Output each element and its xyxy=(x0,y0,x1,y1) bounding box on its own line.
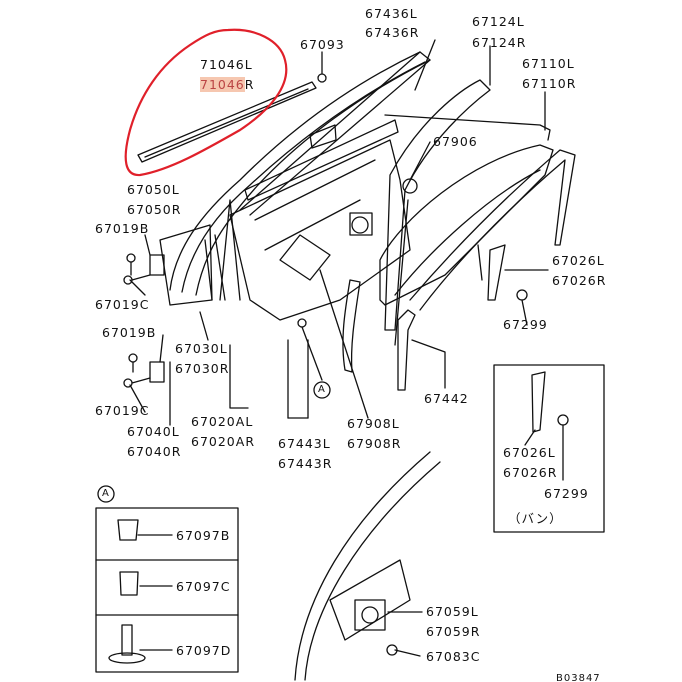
label-67097B: 67097B xyxy=(176,528,231,543)
label-71046R: 71046R xyxy=(200,77,255,92)
belt-moulding-71046 xyxy=(137,81,317,163)
van-inset-box xyxy=(493,364,605,533)
label-67020AL: 67020AL xyxy=(191,414,254,429)
label-van: （バン） xyxy=(508,511,563,526)
label-67059L: 67059L xyxy=(426,604,479,619)
label-67030L: 67030L xyxy=(175,341,228,356)
label-67026R-main: 67026R xyxy=(552,273,607,288)
label-67059R: 67059R xyxy=(426,624,481,639)
door-glass xyxy=(379,144,554,306)
label-67436R: 67436R xyxy=(365,25,420,40)
label-67908L: 67908L xyxy=(347,416,400,431)
callout-a-legend-letter: A xyxy=(102,488,109,499)
glass-run-channel xyxy=(384,79,491,346)
label-67299-main: 67299 xyxy=(503,317,548,332)
label-67436L: 67436L xyxy=(365,6,418,21)
bolt-67299-van xyxy=(557,414,569,426)
label-67110R: 67110R xyxy=(522,76,577,91)
label-67093: 67093 xyxy=(300,37,345,52)
label-67026R-van: 67026R xyxy=(503,465,558,480)
label-67443L: 67443L xyxy=(278,436,331,451)
label-67050L: 67050L xyxy=(127,182,180,197)
label-67083C: 67083C xyxy=(426,649,481,664)
label-71046L: 71046L xyxy=(200,57,253,72)
callout-a-main xyxy=(313,381,331,399)
label-67442: 67442 xyxy=(424,391,469,406)
label-67030R: 67030R xyxy=(175,361,230,376)
lower-door-view xyxy=(294,451,441,681)
label-67019B-lower: 67019B xyxy=(102,325,157,340)
label-67097D: 67097D xyxy=(176,643,232,658)
figure-code: B03847 xyxy=(556,673,601,682)
bolt-67093 xyxy=(317,73,327,83)
door-frame xyxy=(159,51,431,321)
label-67020AR: 67020AR xyxy=(191,434,256,449)
label-67124L: 67124L xyxy=(472,14,525,29)
label-67299-van: 67299 xyxy=(544,486,589,501)
label-67050R: 67050R xyxy=(127,202,182,217)
label-67026L-van: 67026L xyxy=(503,445,556,460)
callout-a-main-letter: A xyxy=(318,384,325,395)
bolt-67299 xyxy=(516,289,528,301)
van-sash xyxy=(524,371,564,481)
sash-67026 xyxy=(477,244,506,301)
callout-a-legend xyxy=(97,485,115,503)
legend-clips-box xyxy=(95,507,239,673)
hinges xyxy=(123,253,165,388)
label-67908R: 67908R xyxy=(347,436,402,451)
label-71046R-highlight: 71046 xyxy=(200,77,245,92)
label-67019B-upper: 67019B xyxy=(95,221,150,236)
label-71046R-suffix: R xyxy=(244,77,255,92)
label-67040R: 67040R xyxy=(127,444,182,459)
label-67040L: 67040L xyxy=(127,424,180,439)
red-highlight-circle xyxy=(124,28,288,177)
label-67019C-lower: 67019C xyxy=(95,403,150,418)
label-67906: 67906 xyxy=(433,134,478,149)
leader-lines xyxy=(129,39,549,426)
label-67124R: 67124R xyxy=(472,35,527,50)
label-67443R: 67443R xyxy=(278,456,333,471)
label-67019C-upper: 67019C xyxy=(95,297,150,312)
clip-67443 xyxy=(297,318,307,328)
label-67110L: 67110L xyxy=(522,56,575,71)
label-67097C: 67097C xyxy=(176,579,231,594)
label-67026L-main: 67026L xyxy=(552,253,605,268)
window-frame-67110 xyxy=(384,114,576,311)
